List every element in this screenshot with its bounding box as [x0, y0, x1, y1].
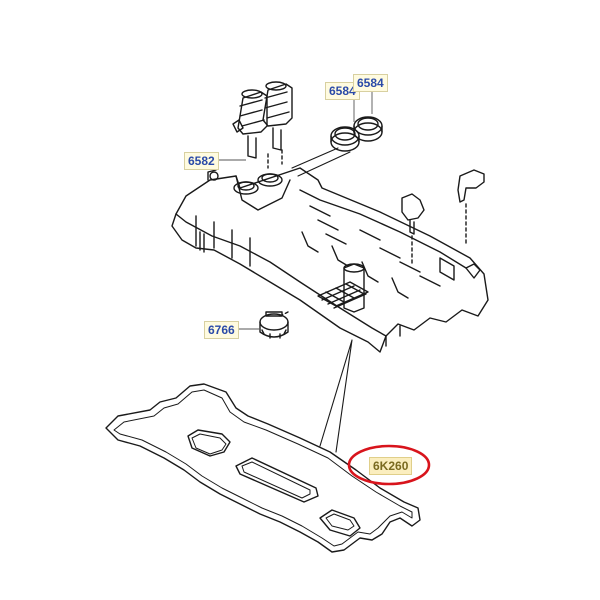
callout-6584-right[interactable]: 6584 [353, 74, 388, 92]
oil-control-solenoid-part [232, 81, 293, 169]
callout-6582[interactable]: 6582 [184, 152, 219, 170]
callout-6766[interactable]: 6766 [204, 321, 239, 339]
gasket-part [105, 383, 421, 553]
position-sensors-part [401, 169, 485, 267]
camshaft-cover-part [171, 167, 489, 353]
callout-6K260[interactable]: 6K260 [369, 457, 413, 475]
camshaft-seals-part [330, 116, 383, 152]
callout-6584-left[interactable]: 6584 [325, 82, 360, 100]
oil-filler-cap-part [259, 311, 289, 339]
highlight-ring [347, 444, 431, 486]
